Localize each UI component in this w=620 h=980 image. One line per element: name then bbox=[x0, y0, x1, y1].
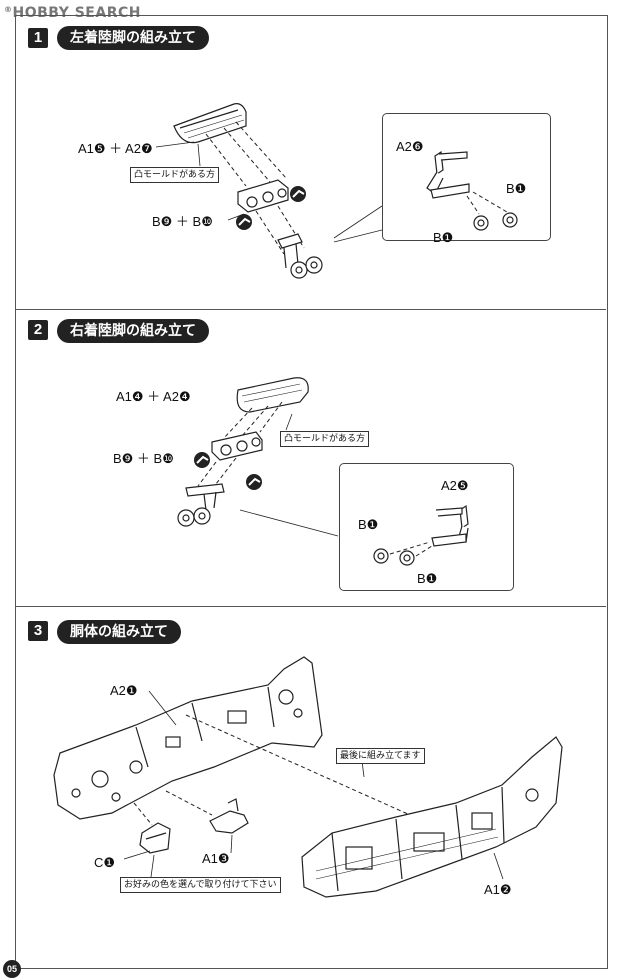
fuselage-illustration bbox=[53, 656, 563, 898]
step-2-title: 右着陸脚の組み立て bbox=[57, 319, 209, 343]
step-2-upper-parts-label: A1❹ ＋ A2❹ bbox=[116, 389, 191, 404]
step-1-lower-parts-label: B❾ ＋ B❿ bbox=[152, 214, 213, 229]
step-2-detail-illustration bbox=[373, 504, 469, 566]
step-1-detail-b1-right-label: B❶ bbox=[506, 181, 527, 196]
step-1-upper-parts-label: A1❺ ＋ A2❼ bbox=[78, 141, 153, 156]
step-3-number: 3 bbox=[28, 621, 48, 641]
step-1-number: 1 bbox=[28, 28, 48, 48]
step-3-c1-label: C❶ bbox=[94, 855, 116, 870]
step-2-lower-parts-label: B❾ ＋ B❿ bbox=[113, 451, 174, 466]
step-2-detail-b1-right-label: B❶ bbox=[417, 571, 438, 586]
step-1-title: 左着陸脚の組み立て bbox=[57, 26, 209, 50]
step-3-a2-1-label: A2❶ bbox=[110, 683, 138, 698]
step-3-color-choice-note: お好みの色を選んで取り付けて下さい bbox=[120, 877, 281, 893]
step-2-detail-b1-left-label: B❶ bbox=[358, 517, 379, 532]
right-landing-gear-illustration bbox=[177, 377, 339, 537]
step-2-detail-box: A2❺ B❶ B❶ bbox=[339, 463, 514, 591]
step-1-mold-note: 凸モールドがある方 bbox=[130, 167, 220, 183]
step-3-title: 胴体の組み立て bbox=[57, 620, 181, 644]
step-1-detail-box: A2❻ B❶ B❶ bbox=[382, 113, 551, 245]
step-1-detail-a2-label: A2❻ bbox=[396, 139, 424, 154]
left-landing-gear-illustration bbox=[155, 103, 383, 279]
step-2-mold-note: 凸モールドがある方 bbox=[280, 431, 370, 447]
page-frame bbox=[15, 15, 608, 969]
step-3-a1-3-label: A1❸ bbox=[202, 851, 230, 866]
step-2-number: 2 bbox=[28, 320, 48, 340]
page-number: 05 bbox=[3, 960, 21, 978]
step-1-detail-illustration bbox=[426, 150, 518, 231]
step-2-section: 2 右着陸脚の組み立て A1❹ ＋ A2❹ 凸モールドがある方 B bbox=[16, 309, 606, 606]
step-3-section: 3 胴体の組み立て bbox=[16, 606, 606, 967]
step-2-detail-a2-label: A2❺ bbox=[441, 478, 469, 493]
step-1-detail-b1-left-label: B❶ bbox=[433, 230, 454, 245]
step-3-assemble-last-note: 最後に組み立てます bbox=[336, 748, 425, 764]
step-3-a1-2-label: A1❷ bbox=[484, 882, 512, 897]
watermark: ®HOBBY SEARCH bbox=[4, 5, 141, 21]
step-1-section: 1 左着陸脚の組み立て bbox=[16, 16, 606, 307]
